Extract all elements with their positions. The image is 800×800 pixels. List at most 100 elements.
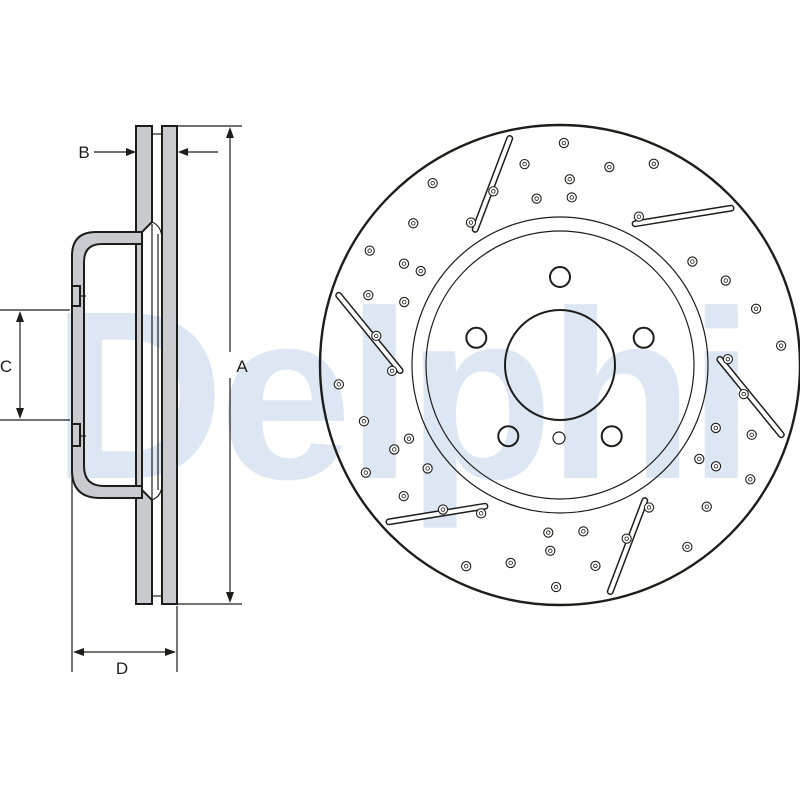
drill-hole xyxy=(694,453,705,465)
drill-hole xyxy=(427,177,438,189)
drill-hole-chamfer xyxy=(569,195,574,200)
drill-hole-chamfer xyxy=(522,161,527,167)
slot-inner xyxy=(717,357,784,437)
drill-hole xyxy=(710,461,722,472)
drill-hole xyxy=(633,211,645,222)
drill-hole-chamfer xyxy=(508,560,513,566)
side-section-view xyxy=(71,125,178,605)
drill-hole xyxy=(558,137,570,149)
drill-hole-chamfer xyxy=(440,507,446,512)
drill-hole-chamfer xyxy=(401,493,406,499)
drill-hole xyxy=(437,504,449,515)
drill-hole-chamfer xyxy=(425,466,430,471)
slots xyxy=(335,135,785,595)
drill-hole xyxy=(531,193,542,204)
drill-hole xyxy=(505,557,516,569)
drill-hole-chamfer xyxy=(406,436,412,441)
drill-hole xyxy=(422,463,433,474)
drill-hole-chamfer xyxy=(713,464,719,469)
drill-hole-chamfer xyxy=(607,164,612,170)
drill-hole-chamfer xyxy=(366,293,371,298)
drill-hole xyxy=(648,158,659,169)
drill-hole-chamfer xyxy=(685,544,690,550)
dimension-c: C xyxy=(0,309,70,421)
drill-hole xyxy=(710,422,721,434)
drill-hole xyxy=(465,217,477,228)
drill-hole-chamfer xyxy=(713,425,718,431)
drill-hole-chamfer xyxy=(651,161,657,166)
drill-hole xyxy=(682,541,693,553)
drill-hole-chamfer xyxy=(636,214,642,219)
drill-hole xyxy=(566,192,577,203)
drill-hole-chamfer xyxy=(593,563,598,569)
hat-outer-edge xyxy=(425,230,695,500)
drill-hole-chamfer xyxy=(753,306,759,311)
drill-hole-chamfer xyxy=(741,391,746,397)
drill-hole-chamfer xyxy=(478,511,484,516)
drill-hole-chamfer xyxy=(361,419,367,424)
drill-hole-chamfer xyxy=(723,278,728,283)
drill-hole xyxy=(545,545,556,556)
drill-hole xyxy=(550,581,562,593)
drill-hole xyxy=(564,174,575,185)
drill-hole-chamfer xyxy=(561,140,567,146)
drill-hole-chamfer xyxy=(546,530,551,535)
drill-hole xyxy=(399,296,410,308)
drill-hole xyxy=(415,265,426,277)
slot-inner xyxy=(387,504,487,524)
drill-hole-chamfer xyxy=(725,356,731,362)
drill-hole xyxy=(371,330,382,342)
drill-hole-chamfer xyxy=(491,189,496,194)
drill-hole xyxy=(701,501,712,512)
drill-hole-chamfer xyxy=(430,180,435,186)
drill-hole xyxy=(738,388,749,400)
slot-inner xyxy=(608,498,647,594)
drill-hole-chamfer xyxy=(418,268,423,274)
drill-hole-chamfer xyxy=(581,529,586,534)
cross-drill-holes xyxy=(333,137,787,593)
drill-hole-chamfer xyxy=(646,505,652,510)
slot-inner xyxy=(473,136,512,232)
front-view xyxy=(318,123,800,607)
drill-hole xyxy=(745,474,756,485)
drill-hole-chamfer xyxy=(690,259,695,264)
bolt-hole xyxy=(632,326,655,349)
drill-hole-chamfer xyxy=(778,343,784,348)
drill-hole xyxy=(475,508,487,519)
drill-hole xyxy=(643,502,655,513)
drill-hole xyxy=(746,429,757,440)
drill-hole xyxy=(621,533,632,544)
drill-hole xyxy=(389,444,400,455)
drill-hole-chamfer xyxy=(463,564,469,569)
drill-hole-chamfer xyxy=(553,584,559,590)
drill-hole xyxy=(687,256,698,267)
drill-hole-chamfer xyxy=(367,248,372,253)
drill-hole-chamfer xyxy=(548,548,553,553)
drill-hole xyxy=(461,561,472,572)
drill-hole xyxy=(358,416,370,427)
drill-hole xyxy=(750,303,762,314)
bolt-hole xyxy=(465,326,488,349)
drill-hole-chamfer xyxy=(749,432,754,437)
dimension-a: A xyxy=(178,125,248,605)
dimension-label-d: D xyxy=(116,659,128,678)
drill-hole-chamfer xyxy=(704,504,709,509)
hat-section xyxy=(71,231,143,499)
dimension-label-a: A xyxy=(236,357,248,376)
drill-hole-chamfer xyxy=(468,220,474,225)
drill-hole xyxy=(403,433,415,444)
drill-hole xyxy=(398,490,409,502)
drill-hole xyxy=(543,527,554,538)
dimension-label-c: C xyxy=(0,357,12,376)
bolt-hole xyxy=(600,425,623,448)
slot-inner xyxy=(633,206,733,226)
bolt-hole xyxy=(497,425,520,448)
friction-ring-inner-edge xyxy=(411,216,709,514)
drill-hole-chamfer xyxy=(389,368,395,374)
centre-bore xyxy=(504,309,616,421)
drill-hole-chamfer xyxy=(402,299,407,305)
drill-hole xyxy=(364,245,375,256)
drill-hole-chamfer xyxy=(336,382,342,387)
drill-hole xyxy=(363,290,374,301)
